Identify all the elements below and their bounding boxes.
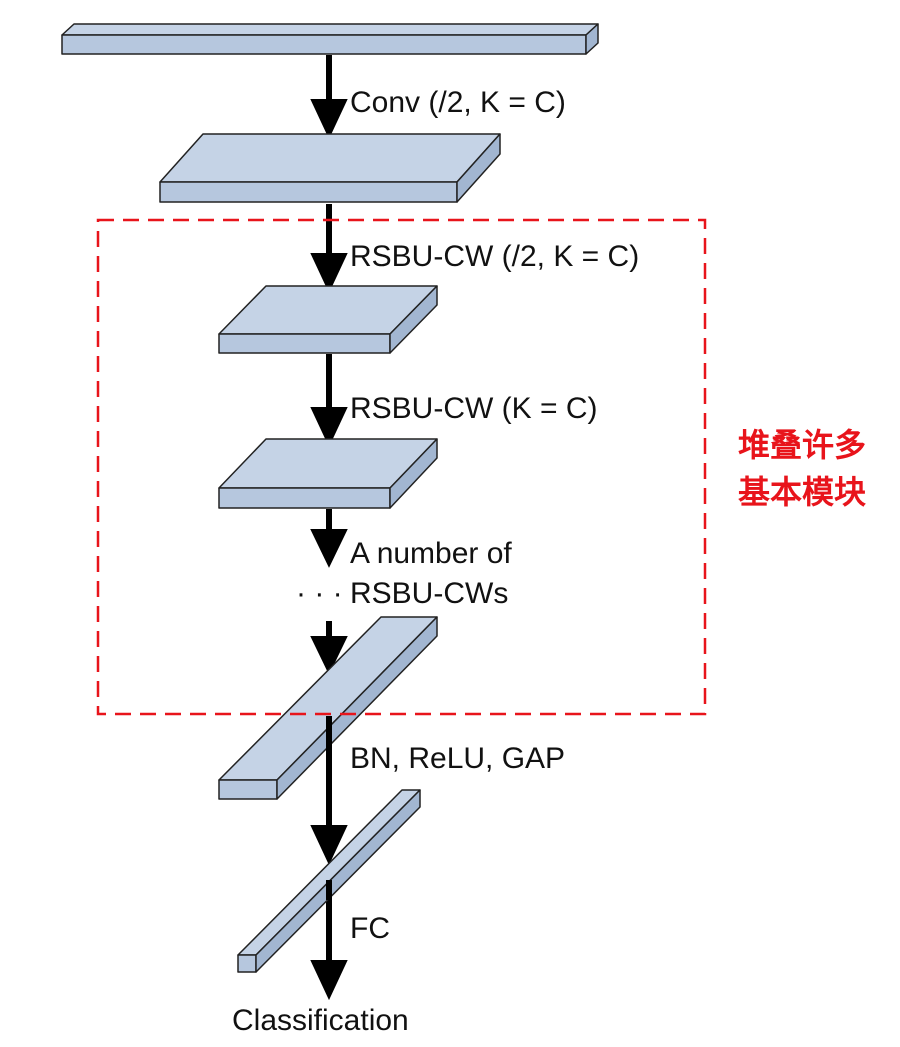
classification-label: Classification <box>232 1004 409 1037</box>
arrowhead-rsbu-down <box>310 253 348 294</box>
arrowhead-fc <box>310 960 348 1001</box>
conv-label: Conv (/2, K = C) <box>350 86 566 119</box>
number-of-label-line2: RSBU-CWs <box>350 577 508 610</box>
bn-relu-gap-label: BN, ReLU, GAP <box>350 742 565 775</box>
fc-label: FC <box>350 912 390 945</box>
number-of-label-line1: A number of <box>350 537 512 570</box>
annotation-line2: 基本模块 <box>738 473 866 511</box>
final-feature-block <box>218 616 438 800</box>
arrowhead-into-last-block <box>310 636 348 675</box>
arrows <box>310 55 348 1001</box>
rsbu-cw-down-label: RSBU-CW (/2, K = C) <box>350 240 639 273</box>
fc-vector-block <box>237 789 421 973</box>
rsbu-cw-label: RSBU-CW (K = C) <box>350 392 598 425</box>
conv-output-block <box>159 133 501 203</box>
annotation-line1: 堆叠许多 <box>738 426 866 464</box>
rsbu-down-output-block <box>218 285 438 354</box>
input-block <box>61 23 599 55</box>
arrowhead-bn-relu-gap <box>310 825 348 866</box>
arrowhead-conv <box>310 99 348 140</box>
repeated-modules-box <box>96 218 707 716</box>
arrowhead-number-of <box>310 529 348 568</box>
rsbu-output-block <box>218 438 438 509</box>
ellipsis-label: · · · <box>296 577 343 610</box>
arrowhead-rsbu <box>310 407 348 448</box>
